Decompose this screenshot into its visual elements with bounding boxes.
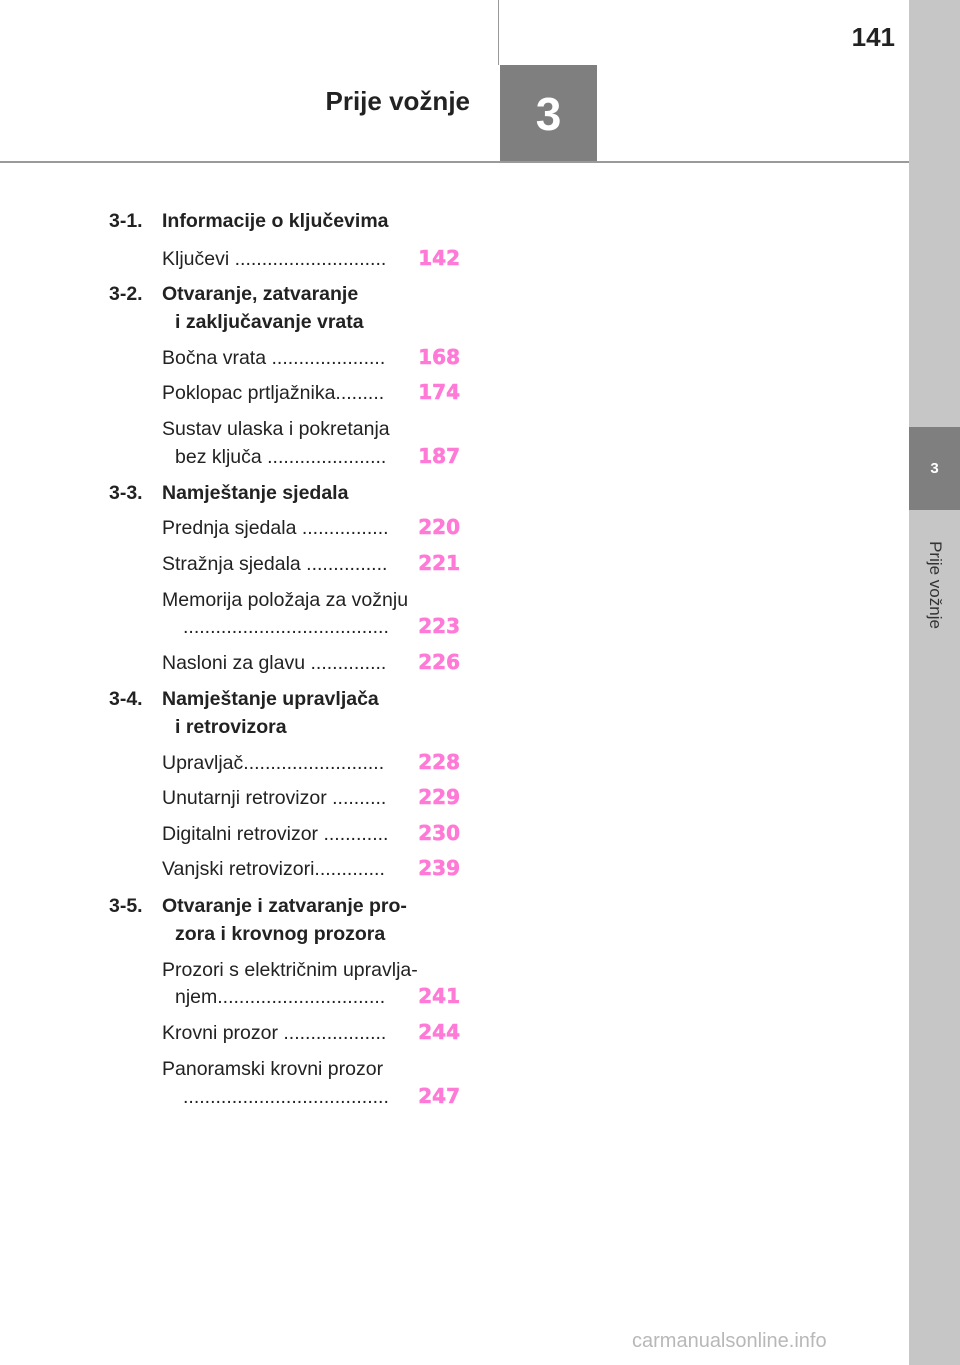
toc-entry[interactable]: Prednja sjedala ................ <box>162 517 389 539</box>
chapter-number-tab: 3 <box>500 65 597 162</box>
toc-page-link[interactable]: 239 <box>418 856 460 881</box>
section-title-cont: i zaključavanje vrata <box>175 311 364 333</box>
toc-entry[interactable]: Nasloni za glavu .............. <box>162 652 387 674</box>
section-number: 3-3. <box>109 482 143 504</box>
chapter-sidebar <box>909 0 960 1365</box>
toc-entry[interactable]: ...................................... <box>183 1086 389 1108</box>
toc-page-link[interactable]: 228 <box>418 750 460 775</box>
watermark: carmanualsonline.info <box>632 1330 827 1352</box>
toc-entry-line1[interactable]: Panoramski krovni prozor <box>162 1058 384 1080</box>
toc-page-link[interactable]: 220 <box>418 515 460 540</box>
toc-page-link[interactable]: 247 <box>418 1084 460 1109</box>
sidebar-chapter-tab[interactable]: 3 <box>909 427 960 510</box>
sidebar-label-text: Prije vožnje <box>925 541 945 629</box>
toc-entry[interactable]: Poklopac prtljažnika......... <box>162 382 385 404</box>
toc-entry-line1[interactable]: Prozori s električnim upravlja- <box>162 959 418 981</box>
toc-entry[interactable]: Digitalni retrovizor ............ <box>162 823 389 845</box>
chapter-title: Prije vožnje <box>325 86 471 116</box>
toc-entry[interactable]: Unutarnji retrovizor .......... <box>162 787 387 809</box>
section-number: 3-5. <box>109 895 143 917</box>
section-title-cont: zora i krovnog prozora <box>175 923 386 945</box>
toc-entry[interactable]: Bočna vrata ..................... <box>162 347 386 369</box>
toc-entry[interactable]: Upravljač.......................... <box>162 752 385 774</box>
toc-page-link[interactable]: 168 <box>418 345 460 370</box>
toc-entry[interactable]: bez ključa ...................... <box>175 446 387 468</box>
toc-entry[interactable]: Vanjski retrovizori............. <box>162 858 385 880</box>
section-title: Informacije o ključevima <box>162 210 389 232</box>
toc-entry-line1[interactable]: Memorija položaja za vožnju <box>162 589 409 611</box>
toc-page-link[interactable]: 229 <box>418 785 460 810</box>
section-title: Otvaranje i zatvaranje pro- <box>162 895 407 917</box>
header-divider <box>0 161 909 163</box>
toc-page-link[interactable]: 142 <box>418 246 460 271</box>
toc-entry[interactable]: njem............................... <box>175 986 386 1008</box>
section-title: Namještanje sjedala <box>162 482 349 504</box>
section-title: Namještanje upravljača <box>162 688 379 710</box>
header-divider-vertical <box>498 0 499 65</box>
toc-entry[interactable]: ...................................... <box>183 616 389 638</box>
section-number: 3-4. <box>109 688 143 710</box>
toc-entry[interactable]: Stražnja sjedala ............... <box>162 553 388 575</box>
toc-page-link[interactable]: 221 <box>418 551 460 576</box>
page-number: 141 <box>851 22 895 52</box>
toc-page-link[interactable]: 174 <box>418 380 460 405</box>
section-title: Otvaranje, zatvaranje <box>162 283 359 305</box>
toc-page-link[interactable]: 223 <box>418 614 460 639</box>
toc-page-link[interactable]: 241 <box>418 984 460 1009</box>
section-number: 3-1. <box>109 210 143 232</box>
toc-page-link[interactable]: 244 <box>418 1020 460 1045</box>
sidebar-chapter-label: Prije vožnje <box>909 520 960 650</box>
section-title-cont: i retrovizora <box>175 716 287 738</box>
toc-entry[interactable]: Krovni prozor ................... <box>162 1022 387 1044</box>
toc-entry[interactable]: Ključevi ............................ <box>162 248 387 270</box>
toc-page-link[interactable]: 226 <box>418 650 460 675</box>
toc-page-link[interactable]: 230 <box>418 821 460 846</box>
toc-page-link[interactable]: 187 <box>418 444 460 469</box>
toc-entry-line1[interactable]: Sustav ulaska i pokretanja <box>162 418 390 440</box>
section-number: 3-2. <box>109 283 143 305</box>
